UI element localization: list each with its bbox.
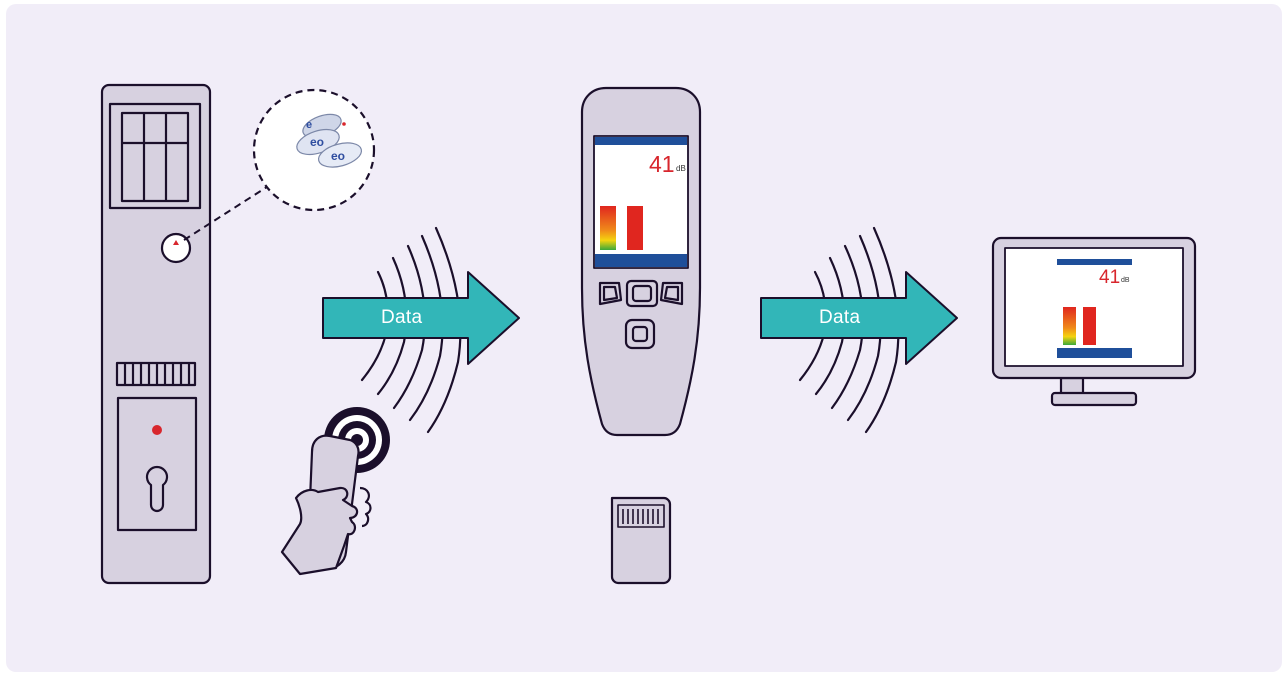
svg-text:eo: eo [310,135,324,149]
arrow-label-2: Data [819,307,860,329]
seal-closeup-icon: e eo eo [254,90,374,210]
monitor-reading-unit: dB [1121,277,1130,284]
handheld-reading-unit: dB [676,165,686,173]
handheld-reading-value: 41 [649,153,675,176]
handheld-reader-icon [582,88,700,435]
wall-socket-icon [102,85,210,583]
arrow-label-1: Data [381,307,422,329]
sd-card-icon [612,498,670,583]
svg-text:eo: eo [331,149,345,163]
monitor-reading-value: 41 [1099,268,1120,287]
svg-text:e: e [306,119,312,131]
